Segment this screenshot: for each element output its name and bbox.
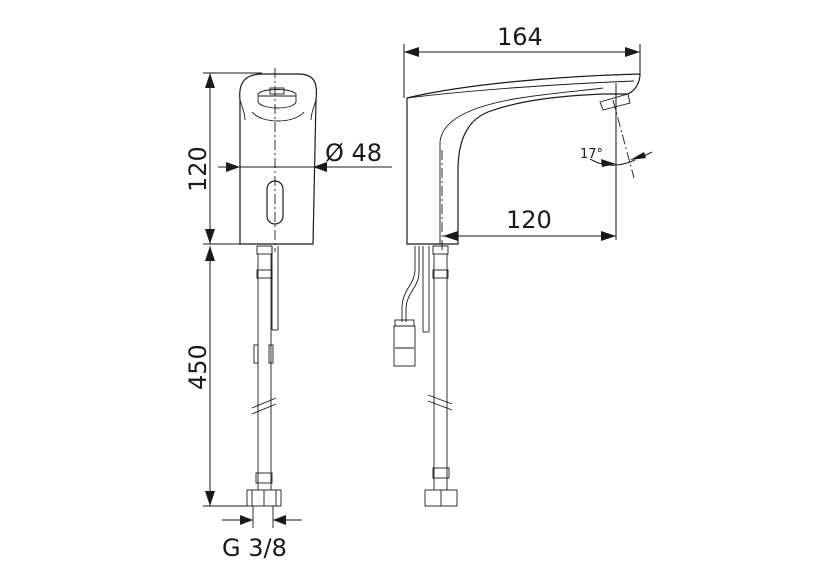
cable-connector [393,325,416,367]
connector-ring [394,319,415,327]
angle-label: 17° [580,147,603,162]
aerator-icon [257,89,297,109]
diameter-label: Ø 48 [325,139,382,167]
height-dimension-label: 120 [184,146,212,192]
length-label: 164 [497,23,543,51]
front-body-outline [239,73,318,245]
hose-length-label: 450 [184,344,212,390]
hose-fitting-top [256,245,273,255]
thread-label: G 3/8 [222,534,287,562]
reach-label: 120 [506,206,552,234]
nozzle [599,93,631,111]
front-view [203,68,392,528]
side-view [393,44,653,507]
